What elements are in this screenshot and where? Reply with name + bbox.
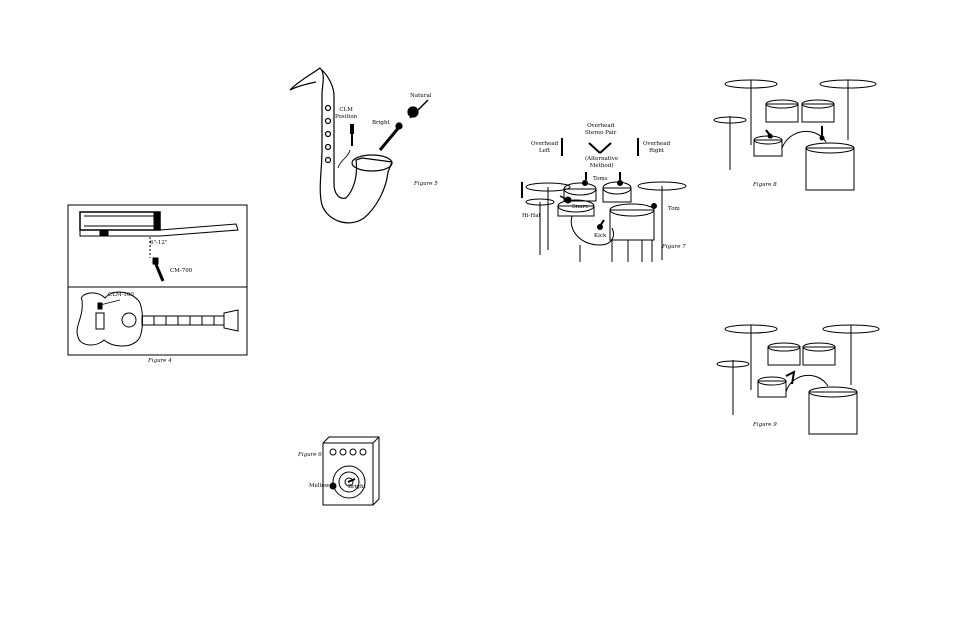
alternative-method-label: (Alternative Method) [585,156,619,169]
figure-6-amplifier-diagram [322,436,380,506]
figure-5-saxophone-diagram [289,67,429,224]
cm700-label: CM-700 [170,268,193,274]
overhead-stereo-pair-label: Overhead Stereo Pair [585,123,617,136]
snare-label: Snare [572,204,589,210]
amp-bright-label: Bright [348,484,366,490]
tom-label: Tom [668,206,680,212]
figure-6-caption: Figure 6 [298,452,322,458]
mellow-label: Mellow [309,483,330,489]
figure-9-drum-kit-diagram [716,324,880,435]
figure-4-guitar-diagram [67,204,248,356]
figure-5-caption: Figure 5 [414,181,438,187]
natural-label: Natural [410,93,432,99]
figure-7-drum-kit-diagram [521,138,687,262]
clm100-label: CLM-100 [108,292,134,298]
figure-4-caption: Figure 4 [148,358,172,364]
figure-7-caption: Figure 7 [662,244,686,250]
overhead-right-label: Overhead Right [643,141,671,154]
figure-8-drum-kit-diagram [713,79,877,191]
kick-label: Kick [594,233,607,239]
clm-position-label: CLM Position [335,107,358,120]
hihat-label: Hi-Hat [522,213,541,219]
toms-label: Toms [593,176,608,182]
distance-label: 6"-12" [150,240,168,246]
figure-9-caption: Figure 9 [753,422,777,428]
overhead-left-label: Overhead Left [531,141,559,154]
bright-label: Bright [372,120,390,126]
figure-8-caption: Figure 8 [753,182,777,188]
